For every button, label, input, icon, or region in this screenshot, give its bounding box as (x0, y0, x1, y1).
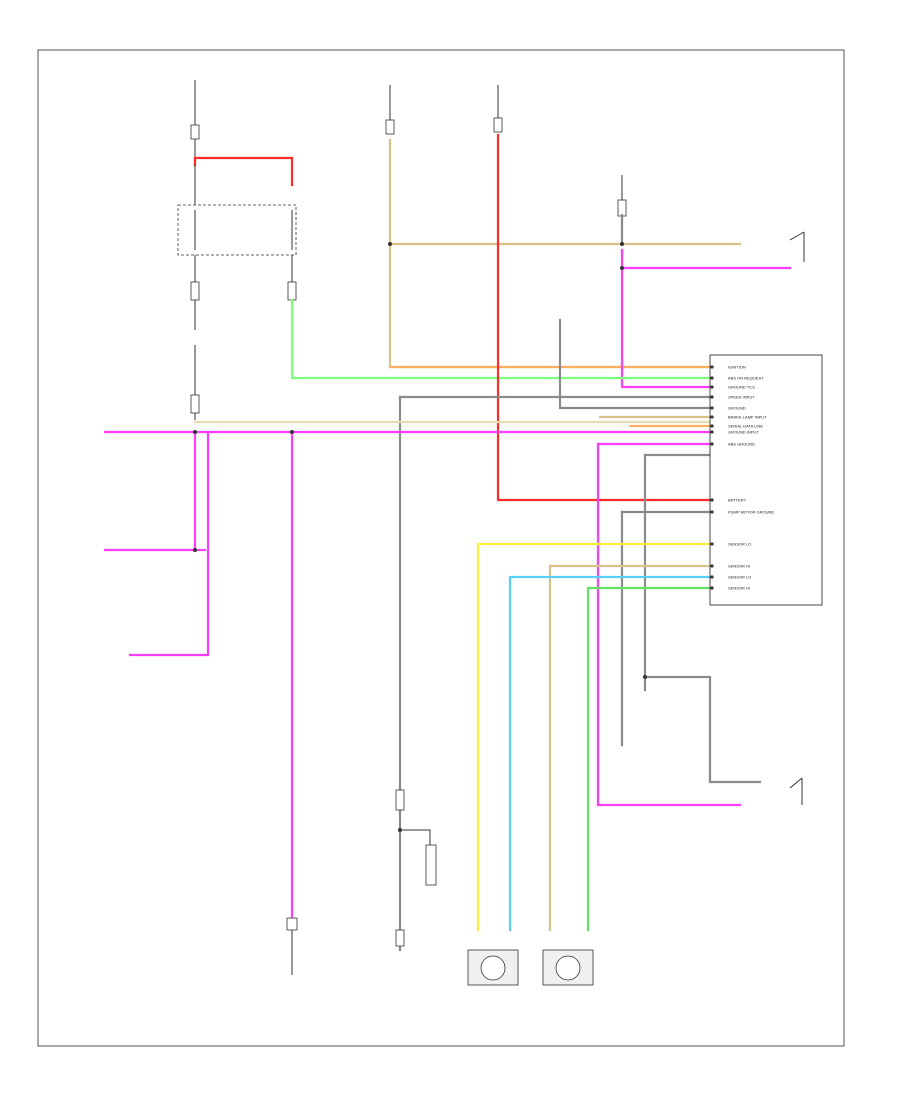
abs-control-module: IGNITION ABS ON REQUEST GROUND TCS SPEED IN… (709, 354, 823, 606)
module-pin-label: PUMP MOTOR GROUND (728, 510, 774, 515)
module-pin-dot (710, 395, 714, 399)
module-pin-label: SENSOR LO (728, 542, 751, 547)
module-pin-label: SPEED INPUT (728, 395, 755, 400)
module-pin-label: SENSOR HI (728, 586, 750, 591)
wire-sensor-green (586, 586, 712, 932)
module-pin-label: IGNITION (728, 365, 746, 370)
module-pin-label: ABS GROUND (728, 442, 755, 447)
module-pin-list: IGNITION ABS ON REQUEST GROUND TCS SPEED IN… (728, 365, 774, 591)
module-pin-label: SENSOR LO (728, 575, 751, 580)
module-pin-label: BATTERY (728, 498, 746, 503)
wire-relay-green (290, 298, 712, 380)
module-pin-dot (710, 365, 714, 369)
module-pin-label: GROUND TCS (728, 385, 755, 390)
fuse-block-area (177, 80, 297, 420)
module-pin-dot (710, 510, 714, 514)
module-pin-label: SENSOR HI (728, 564, 750, 569)
module-pin-dot (710, 385, 714, 389)
wire-sensor-tan (548, 564, 712, 932)
module-pin-dot (710, 498, 714, 502)
module-pin-dot (710, 430, 714, 434)
module-pin-dot (710, 575, 714, 579)
module-pin-label: GROUND (728, 406, 746, 411)
wire-brake-lamp-pink (620, 248, 792, 270)
module-pin-dot (710, 415, 714, 419)
module-pin-dot (710, 376, 714, 380)
module-pin-dot (710, 542, 714, 546)
top-center-fuses (385, 85, 805, 262)
module-pin-dot (710, 564, 714, 568)
module-pin-dots (710, 365, 714, 590)
wire-battery-red (496, 133, 712, 502)
wire-sensor-blue (508, 575, 712, 932)
module-pin-dot (710, 424, 714, 428)
left-wheel-speed-sensor (467, 949, 519, 986)
module-pin-dot (710, 586, 714, 590)
module-pin-label: GROUND INPUT (728, 430, 759, 435)
right-wheel-speed-sensor (542, 949, 594, 986)
diagram-frame (37, 49, 845, 1047)
module-pin-label: ABS ON REQUEST (728, 376, 764, 381)
wire-sensor-yellow (476, 542, 712, 932)
module-pin-dot (710, 406, 714, 410)
module-pin-label: SERIAL DATA LINE (728, 424, 763, 429)
module-pin-label: BRAKE LAMP INPUT (728, 415, 767, 420)
module-pin-dot (710, 442, 714, 446)
wire-ignition-tan (388, 138, 742, 246)
